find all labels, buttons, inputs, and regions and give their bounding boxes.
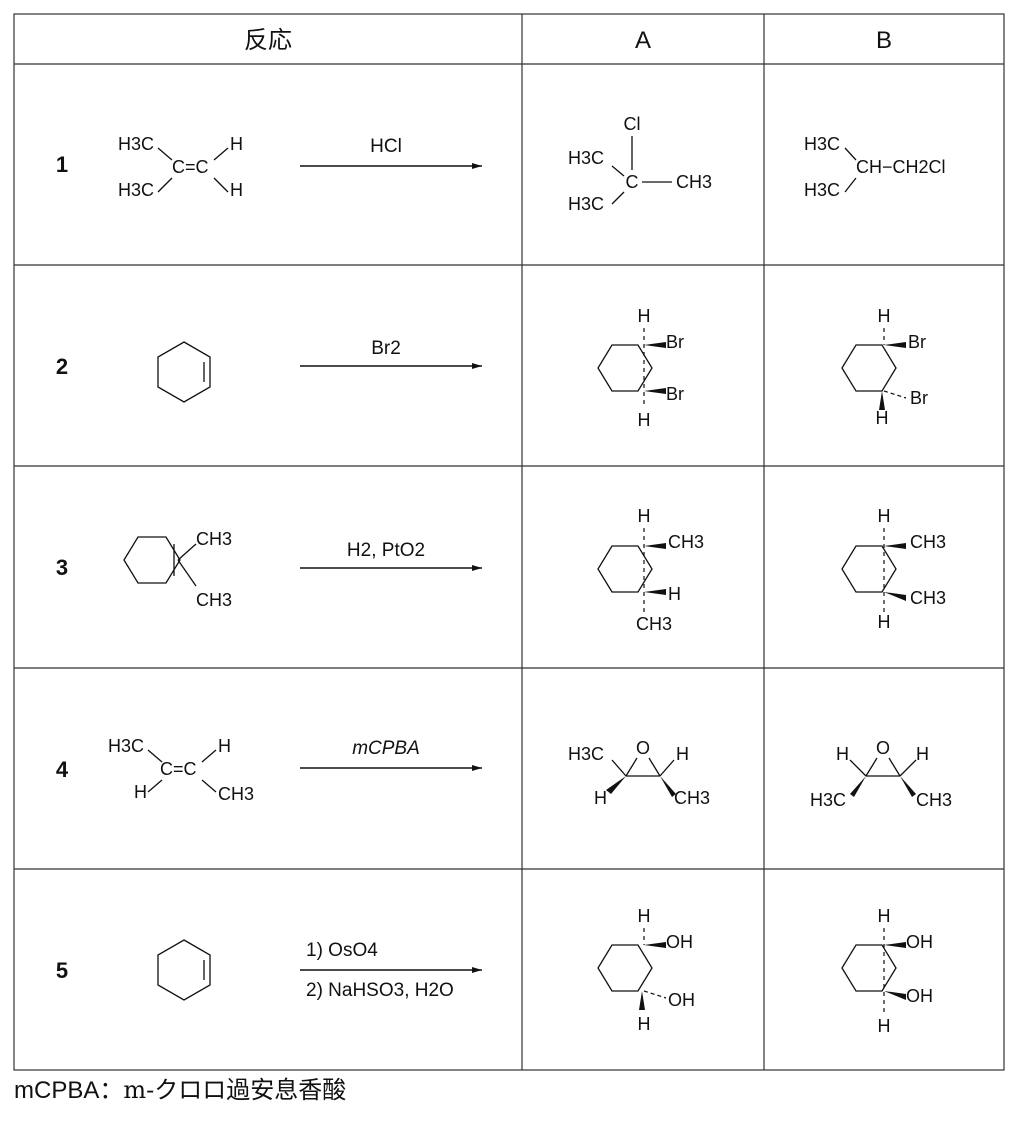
header-reaction: 反応 [244,26,292,54]
row-number-1: 1 [56,152,68,177]
reagent-4: mCPBA [352,738,420,759]
svg-text:H: H [878,906,891,926]
row-number-4: 4 [56,757,69,782]
product-2a: H H Br Br [597,306,684,430]
svg-text:H3C: H3C [118,134,154,154]
row-number-2: 2 [56,354,68,379]
product-5a: H OH OH H [597,906,695,1034]
svg-text:O: O [636,738,650,758]
svg-text:CH3: CH3 [196,590,232,610]
svg-text:CH3: CH3 [916,790,952,810]
footnote-definition: m-クロロ過安息香酸 [123,1076,347,1104]
svg-text:C=C: C=C [172,157,209,177]
svg-text:H: H [668,584,681,604]
svg-text:CH3: CH3 [910,532,946,552]
reaction-arrows [300,163,482,973]
reactant-3-dimethylcyclohexene: CH3 CH3 [123,529,232,610]
reactant-5-cyclohexene [157,939,211,1001]
svg-text:Br: Br [666,384,684,404]
svg-text:CH3: CH3 [676,172,712,192]
svg-text:H: H [916,744,929,764]
svg-text:OH: OH [906,932,933,952]
reactant-4-trans-2-butene: H3C H H CH3 C=C [108,736,254,804]
svg-text:H: H [676,744,689,764]
reactant-2-cyclohexene [157,341,211,403]
svg-text:O: O [876,738,890,758]
svg-text:CH3: CH3 [636,614,672,634]
svg-text:H: H [878,612,891,632]
svg-text:C: C [626,172,639,192]
svg-text:OH: OH [668,990,695,1010]
svg-text:H: H [836,744,849,764]
svg-text:Br: Br [666,332,684,352]
svg-text:OH: OH [666,932,693,952]
svg-text:Br: Br [908,332,926,352]
svg-text:H: H [638,1014,651,1034]
header-col-a: A [635,27,651,54]
svg-text:H3C: H3C [118,180,154,200]
svg-text:H: H [594,788,607,808]
product-2b: H H Br Br [841,306,928,428]
svg-text:CH3: CH3 [196,529,232,549]
reagent-1: HCl [370,136,402,157]
reagent-2: Br2 [371,338,401,359]
svg-text:C=C: C=C [160,759,197,779]
svg-text:H: H [878,1016,891,1036]
svg-text:H3C: H3C [804,180,840,200]
svg-text:H: H [638,506,651,526]
reagent-3: H2, PtO2 [347,540,425,561]
svg-text:Br: Br [910,388,928,408]
product-4a: O H3C H H CH3 [568,738,710,808]
svg-text:H: H [134,782,147,802]
svg-text:H: H [638,306,651,326]
svg-text:H: H [878,506,891,526]
product-1a: Cl H3C H3C C CH3 [568,114,712,214]
svg-text:OH: OH [906,986,933,1006]
svg-text:H: H [230,180,243,200]
reactant-1-isobutylene: H3C H3C H H C=C [118,134,243,200]
svg-text:H: H [878,306,891,326]
svg-text:H: H [218,736,231,756]
svg-text:H: H [638,906,651,926]
header-col-b: B [876,27,892,54]
product-3a: H CH3 H CH3 [597,506,704,634]
reagent-5-line2: 2) NaHSO3, H2O [306,980,454,1001]
row-number-5: 5 [56,958,68,983]
footnote: mCPBA：m-クロロ過安息香酸 [14,1070,346,1105]
product-4b: O H H H3C CH3 [810,738,952,810]
svg-text:H: H [638,410,651,430]
svg-text:CH3: CH3 [668,532,704,552]
product-1b: H3C H3C CH−CH2Cl [804,134,946,200]
svg-text:CH3: CH3 [910,588,946,608]
svg-text:H3C: H3C [568,744,604,764]
svg-text:H3C: H3C [108,736,144,756]
svg-text:CH3: CH3 [674,788,710,808]
svg-text:Cl: Cl [624,114,641,134]
svg-text:H: H [876,408,889,428]
svg-text:CH3: CH3 [218,784,254,804]
footnote-abbr: mCPBA [14,1077,100,1104]
table-grid [13,13,1005,1071]
svg-text:H: H [230,134,243,154]
row-number-3: 3 [56,555,68,580]
svg-text:H3C: H3C [568,194,604,214]
reagent-5-line1: 1) OsO4 [306,940,378,961]
svg-text:H3C: H3C [568,148,604,168]
product-3b: H CH3 CH3 H [841,506,946,632]
svg-text:CH−CH2Cl: CH−CH2Cl [856,157,946,177]
product-5b: H OH OH H [841,906,933,1036]
svg-text:H3C: H3C [804,134,840,154]
svg-text:H3C: H3C [810,790,846,810]
footnote-separator: ： [99,1077,124,1104]
